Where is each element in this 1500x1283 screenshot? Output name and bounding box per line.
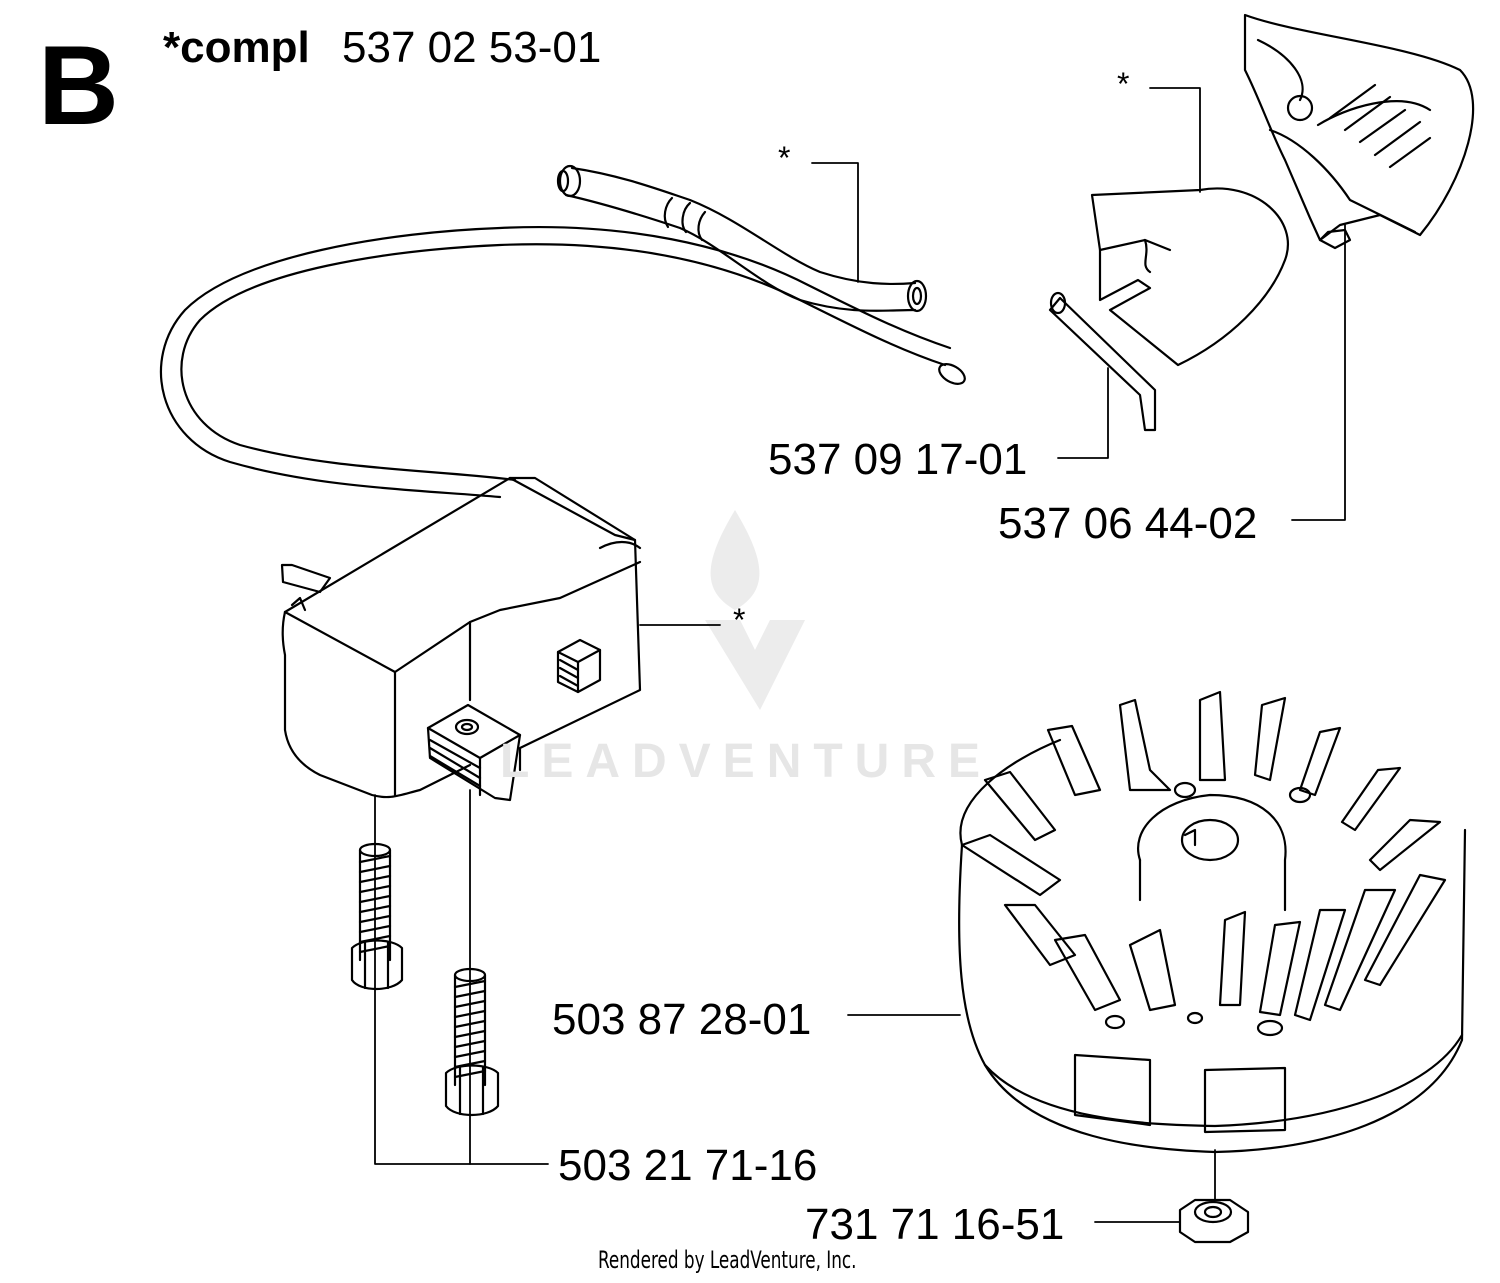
ignition-module (280, 476, 642, 802)
part-label[interactable]: 537 09 17-01 (768, 435, 1028, 484)
kit-marker: * (733, 602, 746, 638)
kit-marker: * (778, 140, 791, 176)
part-label[interactable]: 503 21 71-16 (558, 1141, 818, 1190)
screw-left (350, 842, 404, 991)
shield-part (1243, 13, 1475, 250)
watermark-text: LEADVENTURE (500, 735, 993, 788)
spark-boot (556, 164, 928, 313)
part-label[interactable]: 503 87 28-01 (552, 995, 812, 1044)
leader-lines (374, 87, 1346, 1223)
part-label[interactable]: 731 71 16-51 (805, 1200, 1065, 1249)
kit-part-number: 537 02 53-01 (342, 23, 602, 72)
kit-label: *compl (163, 23, 310, 72)
screw-right (444, 967, 500, 1117)
part-label[interactable]: 537 06 44-02 (998, 499, 1258, 548)
section-letter: B (38, 23, 119, 148)
footer-credit: Rendered by LeadVenture, Inc. (598, 1246, 857, 1274)
flywheel-nut (1178, 1198, 1250, 1244)
kit-marker: * (1117, 66, 1130, 102)
cover-part (1048, 187, 1289, 432)
flywheel (958, 690, 1467, 1154)
watermark-logo (705, 510, 805, 710)
